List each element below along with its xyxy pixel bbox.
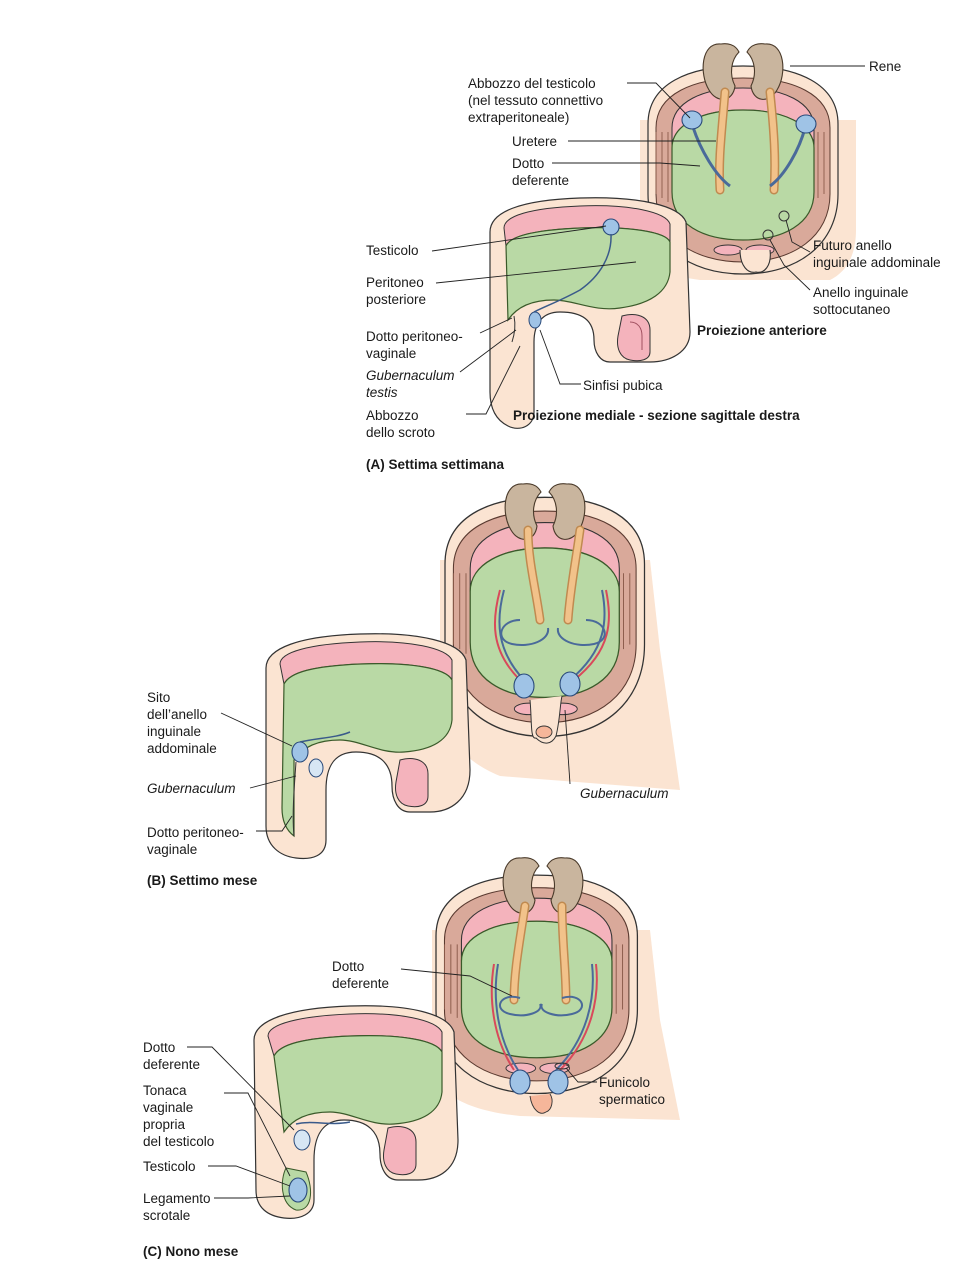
label-peritoneo-posteriore: Peritoneo posteriore: [366, 275, 427, 307]
label-testicolo-a: Testicolo: [366, 243, 419, 258]
label-uretere: Uretere: [512, 134, 558, 149]
label-dotto-peritoneo-vaginale-b: Dotto peritoneo- vaginale: [147, 825, 244, 857]
label-dotto-deferente-a: Dotto deferente: [512, 156, 570, 188]
label-tonaca-vaginale: Tonaca vaginale propria del testicolo: [143, 1083, 215, 1149]
label-abbozzo-testicolo: Abbozzo del testicolo (nel tessuto conne…: [468, 76, 604, 125]
leader-lines: [187, 65, 865, 1199]
panel-b-anterior-view: [440, 483, 680, 790]
caption-panel-b: (B) Settimo mese: [147, 873, 258, 888]
panel-b-medial-view: [265, 633, 471, 860]
caption-panel-c: (C) Nono mese: [143, 1244, 239, 1259]
label-dotto-deferente-c-left: Dotto deferente: [143, 1040, 201, 1072]
panel-a-anterior-view: [640, 43, 856, 280]
label-legamento-scrotale: Legamento scrotale: [143, 1191, 211, 1223]
label-anello-sottocutaneo: Anello inguinale sottocutaneo: [813, 285, 909, 317]
panel-a-medial-view: [489, 197, 691, 429]
label-rene: Rene: [869, 59, 902, 74]
label-gubernaculum-b-right: Gubernaculum: [580, 786, 669, 801]
view-title-anterior: Proiezione anteriore: [697, 323, 827, 338]
label-dotto-peritoneo-vaginale-a: Dotto peritoneo- vaginale: [366, 329, 463, 361]
label-gubernaculum-testis: Gubernaculum testis: [366, 368, 455, 400]
label-dotto-deferente-c-top: Dotto deferente: [332, 959, 390, 991]
label-sito-anello: Sito dell’anello inguinale addominale: [147, 690, 217, 756]
label-testicolo-c: Testicolo: [143, 1159, 196, 1174]
label-abbozzo-scroto: Abbozzo dello scroto: [366, 408, 436, 440]
view-title-medial: Proiezione mediale - sezione sagittale d…: [513, 408, 800, 423]
label-funicolo-spermatico: Funicolo spermatico: [599, 1075, 666, 1107]
label-gubernaculum-b-left: Gubernaculum: [147, 781, 236, 796]
panel-c-medial-view: [253, 1005, 459, 1219]
label-sinfisi-pubica: Sinfisi pubica: [583, 378, 663, 393]
label-futuro-anello: Futuro anello inguinale addominale: [813, 238, 941, 270]
caption-panel-a: (A) Settima settimana: [366, 457, 505, 472]
panel-c-anterior-view: [432, 857, 680, 1120]
